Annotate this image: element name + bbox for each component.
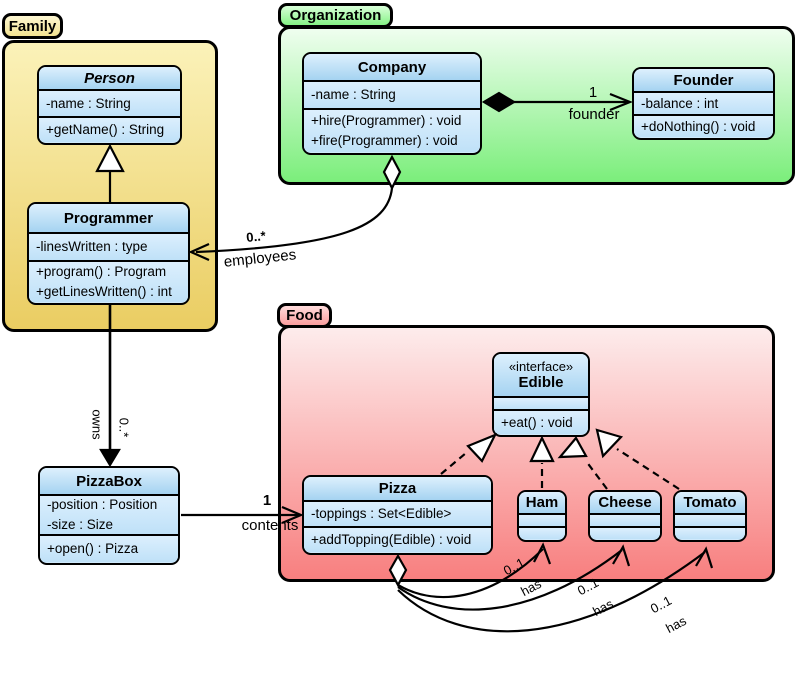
class-pizzabox: PizzaBox -position : Position -size : Si… [38,466,180,565]
attribute-row: -toppings : Set<Edible> [311,506,452,521]
empty-attributes-compartment [494,396,588,409]
attribute-row: -size : Size [47,517,114,532]
employees-multiplicity-label: 0..* [245,228,267,245]
class-company-title: Company [304,54,480,80]
method-row: +program() : Program [36,264,167,279]
empty-methods-compartment [675,526,745,539]
has-tomato-multiplicity-label: 0..1 [647,592,675,617]
empty-attributes-compartment [590,513,660,526]
class-programmer: Programmer -linesWritten : type +program… [27,202,190,305]
attribute-row: -position : Position [47,497,158,512]
empty-methods-compartment [590,526,660,539]
class-cheese: Cheese [588,490,662,542]
package-family-label: Family [8,17,57,35]
class-person-title: Person [39,67,180,89]
method-row: +addTopping(Edible) : void [311,532,472,547]
employees-role-label: employees [223,246,297,271]
attribute-row: -balance : int [641,95,719,111]
class-tomato-title: Tomato [675,492,745,513]
has-cheese-role-label: has [590,595,616,620]
package-food-tab: Food [277,303,332,328]
class-founder: Founder -balance : int +doNothing() : vo… [632,67,775,140]
class-pizza-title: Pizza [304,477,491,500]
empty-methods-compartment [519,526,565,539]
contents-multiplicity-label: 1 [262,492,272,509]
class-founder-title: Founder [634,69,773,91]
package-family-tab: Family [2,13,63,39]
package-food-label: Food [286,307,323,324]
class-pizzabox-title: PizzaBox [40,468,178,494]
class-edible-name: Edible [518,374,564,391]
class-tomato: Tomato [673,490,747,542]
method-row: +doNothing() : void [641,118,756,134]
method-row: +getName() : String [46,122,165,137]
class-edible: «interface» Edible +eat() : void [492,352,590,437]
attribute-row: -name : String [311,87,396,102]
package-organization-tab: Organization [278,3,393,28]
class-cheese-title: Cheese [590,492,660,513]
class-person: Person -name : String +getName() : Strin… [37,65,182,145]
has-tomato-role-label: has [663,612,689,637]
founder-role-label: founder [568,106,620,123]
owns-role-label: owns [89,409,105,440]
class-pizza: Pizza -toppings : Set<Edible> +addToppin… [302,475,493,555]
method-row: +open() : Pizza [47,541,139,556]
class-edible-title: «interface» Edible [494,354,588,396]
method-row: +hire(Programmer) : void [311,113,462,128]
package-organization-label: Organization [289,7,382,24]
method-row: +eat() : void [501,414,573,430]
contents-role-label: contents [241,517,299,534]
attribute-row: -name : String [46,95,131,111]
attribute-row: -linesWritten : type [36,239,148,254]
method-row: +getLinesWritten() : int [36,284,172,299]
class-edible-stereotype: «interface» [508,359,574,374]
empty-attributes-compartment [675,513,745,526]
class-ham-title: Ham [519,492,565,513]
owns-multiplicity-label: 0..* [116,417,132,438]
class-company: Company -name : String +hire(Programmer)… [302,52,482,155]
class-programmer-title: Programmer [29,204,188,232]
founder-multiplicity-label: 1 [588,84,598,101]
class-ham: Ham [517,490,567,542]
method-row: +fire(Programmer) : void [311,133,458,148]
empty-attributes-compartment [519,513,565,526]
